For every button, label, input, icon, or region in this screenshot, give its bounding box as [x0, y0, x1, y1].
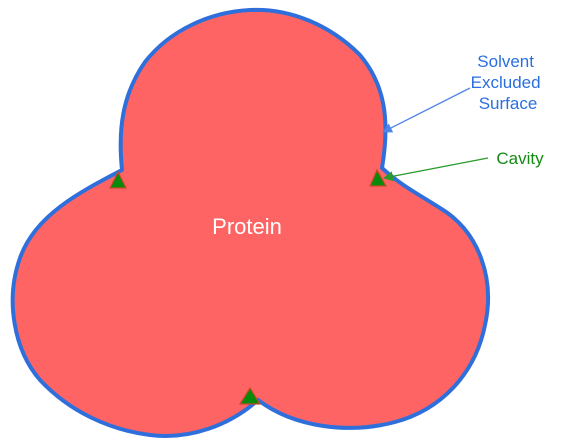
ses-label-line-3: Surface: [479, 94, 538, 113]
ses-label: Solvent Excluded Surface: [471, 52, 546, 113]
cavity-arrow: [384, 158, 488, 178]
ses-label-line-2: Excluded: [471, 73, 541, 92]
protein-label: Protein: [212, 214, 282, 239]
ses-arrow: [383, 88, 470, 132]
cavity-label: Cavity: [496, 149, 544, 168]
ses-label-line-1: Solvent: [477, 52, 534, 71]
